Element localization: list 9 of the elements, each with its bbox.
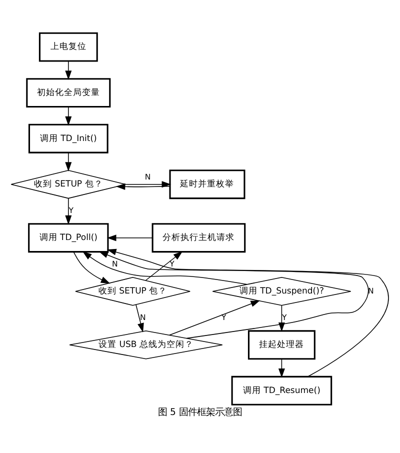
- edge-label: N: [140, 312, 146, 322]
- edge-label: N: [144, 172, 151, 182]
- edge-label: Y: [68, 206, 74, 215]
- edge-label: Y: [282, 312, 287, 322]
- edge-label: N: [112, 259, 118, 268]
- caption: 图 5 固件框架示意图: [158, 406, 242, 418]
- edge-label: Y: [222, 312, 226, 322]
- edge-label: N: [368, 286, 374, 295]
- edge-label: Y: [170, 259, 174, 268]
